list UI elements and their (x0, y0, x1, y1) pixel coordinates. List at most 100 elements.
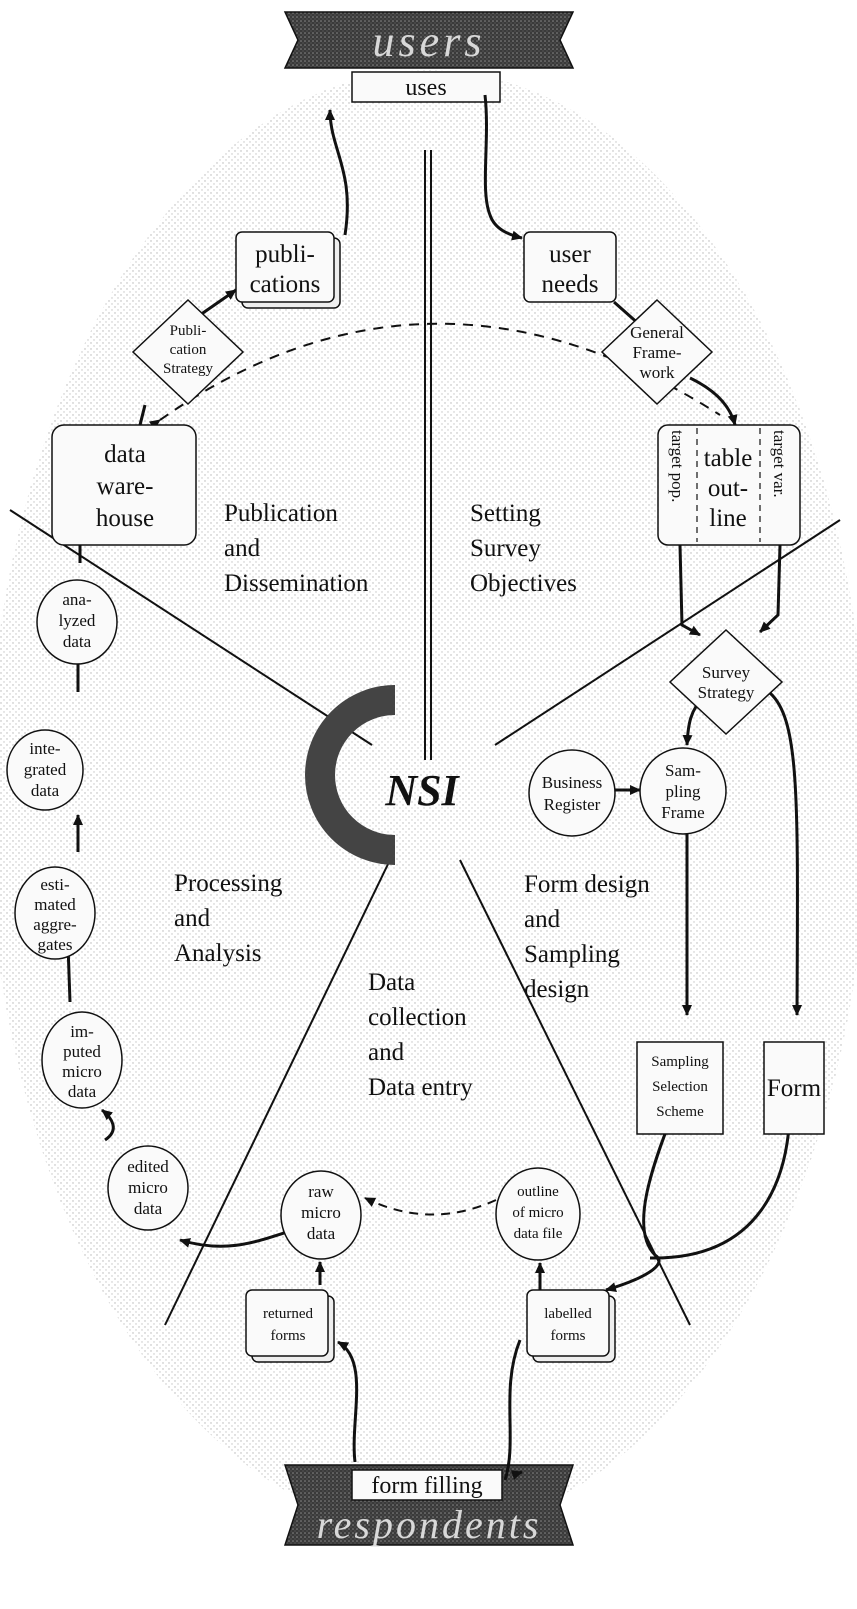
node-label: Sam- (665, 761, 701, 780)
section-processing: Processing and Analysis (174, 870, 283, 967)
node-label: forms (271, 1328, 306, 1344)
survey-strategy-diamond: Survey Strategy (668, 628, 784, 736)
node-label: and (524, 906, 561, 933)
nsi-label: NSI (384, 766, 460, 815)
returned-forms-node: returned forms (245, 1289, 335, 1363)
node-label: Data entry (368, 1074, 473, 1101)
node-label: micro (301, 1203, 341, 1222)
node-label: Survey (470, 535, 541, 562)
node-label: returned (263, 1306, 313, 1322)
target-table-node: target pop. table out- line target var. (657, 424, 801, 546)
flow-arrows (63, 94, 803, 1481)
respondents-banner: form filling respondents (283, 1464, 575, 1547)
node-label: house (96, 505, 154, 532)
node-label: cations (250, 271, 321, 298)
node-label: Form (767, 1075, 822, 1102)
node-label: Selection (652, 1079, 708, 1095)
node-label: edited (127, 1157, 169, 1176)
node-label: and (224, 535, 261, 562)
node-label: Sampling (651, 1054, 709, 1070)
respondents-title: respondents (317, 1502, 542, 1547)
sampling-frame-node: Sam- pling Frame (639, 747, 727, 835)
node-label: General (630, 323, 684, 342)
node-label: data (68, 1082, 97, 1101)
node-label: Data (368, 969, 415, 996)
node-label: and (174, 905, 211, 932)
node-label: ana- (62, 590, 92, 609)
node-label: and (368, 1039, 405, 1066)
node-label: Business (542, 773, 602, 792)
raw-micro-data-node: raw micro data (280, 1170, 362, 1260)
node-label: gates (38, 935, 73, 954)
node-label: data (63, 632, 92, 651)
publications-node: publi- cations (235, 231, 341, 309)
process-oval (0, 70, 857, 1530)
node-label: labelled (544, 1306, 592, 1322)
node-label: ware- (97, 473, 154, 500)
form-filling-label: form filling (371, 1473, 482, 1499)
section-form-design: Form design and Sampling design (524, 871, 650, 1003)
node-label: table (704, 445, 753, 472)
node-label: mated (34, 895, 76, 914)
node-label: user (549, 241, 591, 268)
business-register-node: Business Register (528, 749, 616, 837)
node-label: lyzed (59, 611, 96, 630)
node-label: raw (308, 1182, 334, 1201)
uses-label: uses (405, 75, 446, 101)
node-label: aggre- (33, 915, 77, 934)
node-label: needs (542, 271, 599, 298)
node-label: Survey (702, 663, 751, 682)
node-label: Frame- (632, 343, 681, 362)
node-label: Publication (224, 500, 338, 527)
node-label: Analysis (174, 940, 262, 967)
target-var-label: target var. (770, 430, 789, 498)
node-label: data (134, 1199, 163, 1218)
sampling-selection-scheme-node: Sampling Selection Scheme (636, 1041, 724, 1135)
node-label: Publi- (170, 323, 207, 339)
analyzed-data-node: ana- lyzed data (36, 579, 118, 665)
node-label: Dissemination (224, 570, 369, 597)
node-label: Scheme (656, 1104, 704, 1120)
node-label: design (524, 976, 590, 1003)
outline-micro-data-file-node: outline of micro data file (495, 1167, 581, 1261)
edited-micro-data-node: edited micro data (107, 1145, 189, 1231)
node-label: micro (62, 1062, 102, 1081)
node-label: data file (514, 1226, 563, 1242)
node-label: Strategy (163, 361, 213, 377)
node-label: Frame (661, 803, 704, 822)
outline-to-raw-dashed (364, 1197, 497, 1216)
imputed-micro-data-node: im- puted micro data (41, 1011, 123, 1109)
estimated-aggregates-node: esti- mated aggre- gates (14, 866, 96, 960)
section-publication: Publication and Dissemination (224, 500, 369, 597)
labelled-forms-node: labelled forms (526, 1289, 616, 1363)
node-label: grated (24, 760, 67, 779)
node-label: Strategy (698, 683, 755, 702)
section-collection: Data collection and Data entry (368, 969, 473, 1101)
users-title: users (373, 17, 486, 66)
node-label: publi- (255, 241, 315, 268)
users-banner: users uses (283, 11, 575, 103)
section-objectives: Setting Survey Objectives (470, 500, 577, 597)
publication-strategy-diamond: Publi- cation Strategy (131, 298, 245, 406)
integrated-data-node: inte- grated data (6, 729, 84, 811)
node-label: data (307, 1224, 336, 1243)
node-label: line (709, 505, 747, 532)
node-label: Sampling (524, 941, 620, 968)
node-label: Setting (470, 500, 541, 527)
node-label: cation (170, 342, 207, 358)
form-node: Form (763, 1041, 825, 1135)
node-label: data (104, 441, 146, 468)
node-label: forms (551, 1328, 586, 1344)
node-label: Objectives (470, 570, 577, 597)
node-label: data (31, 781, 60, 800)
nsi-center: NSI (305, 685, 461, 865)
node-label: out- (708, 475, 748, 502)
node-label: Register (544, 795, 601, 814)
node-label: inte- (29, 739, 60, 758)
user-needs-node: user needs (523, 231, 617, 303)
node-label: work (640, 363, 675, 382)
node-label: Processing (174, 870, 283, 897)
target-pop-label: target pop. (668, 430, 687, 502)
node-label: im- (70, 1022, 94, 1041)
